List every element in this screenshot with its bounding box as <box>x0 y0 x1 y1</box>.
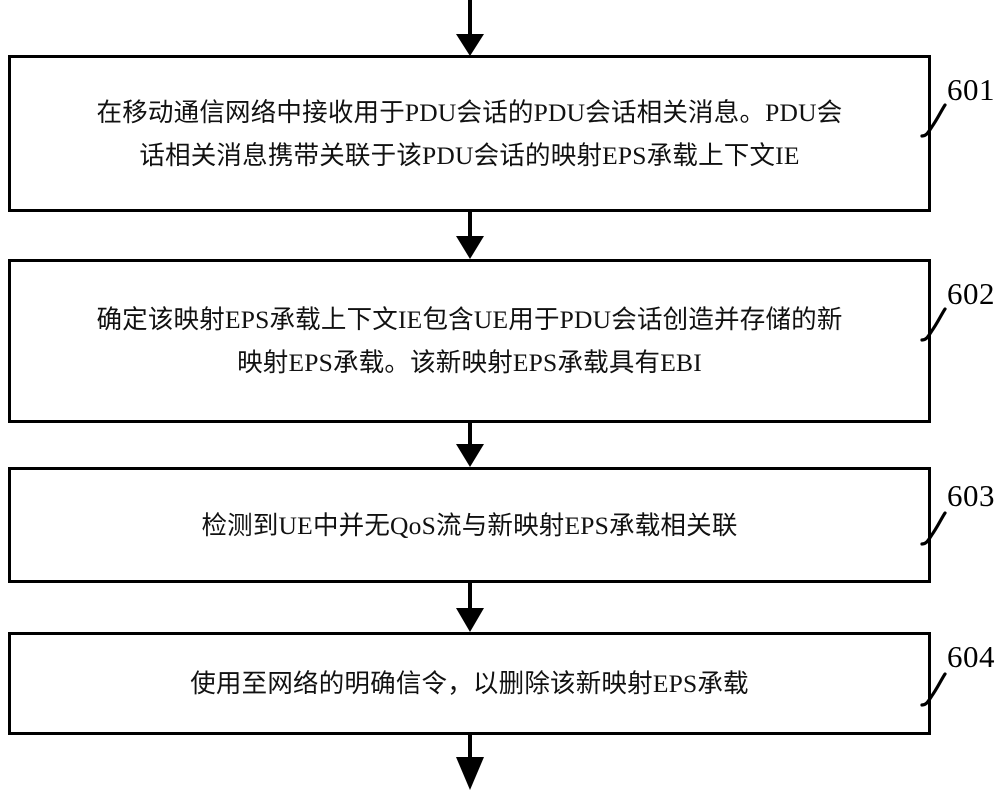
flow-step-text-604: 使用至网络的明确信令，以删除该新映射EPS承载 <box>190 669 749 698</box>
reference-numeral-602: 602 <box>947 276 995 311</box>
leader-line-603 <box>929 511 947 538</box>
flow-step-text-603: 检测到UE中并无QoS流与新映射EPS承载相关联 <box>201 510 738 540</box>
leader-line-602 <box>929 307 947 334</box>
flow-step-text-601: 在移动通信网络中接收用于PDU会话的PDU会话相关消息。PDU会 话相关消息携带… <box>96 97 843 170</box>
exit-arrow <box>456 735 484 790</box>
arrow-602-603 <box>456 423 484 467</box>
leader-line-601 <box>929 103 947 130</box>
flow-step-box-604[interactable]: 使用至网络的明确信令，以删除该新映射EPS承载 <box>8 632 931 735</box>
flow-step-box-601[interactable]: 在移动通信网络中接收用于PDU会话的PDU会话相关消息。PDU会 话相关消息携带… <box>8 55 931 212</box>
entry-arrow <box>456 0 484 56</box>
reference-numeral-601: 601 <box>947 72 995 107</box>
leader-line-604 <box>929 672 947 699</box>
flow-step-box-603[interactable]: 检测到UE中并无QoS流与新映射EPS承载相关联 <box>8 467 931 583</box>
reference-numeral-603: 603 <box>947 478 995 513</box>
arrow-603-604 <box>456 583 484 632</box>
flow-step-text-602: 确定该映射EPS承载上下文IE包含UE用于PDU会话创造并存储的新 映射EPS承… <box>96 305 843 377</box>
flow-step-box-602[interactable]: 确定该映射EPS承载上下文IE包含UE用于PDU会话创造并存储的新 映射EPS承… <box>8 259 931 423</box>
reference-numeral-604: 604 <box>947 639 995 674</box>
arrow-601-602 <box>456 212 484 259</box>
